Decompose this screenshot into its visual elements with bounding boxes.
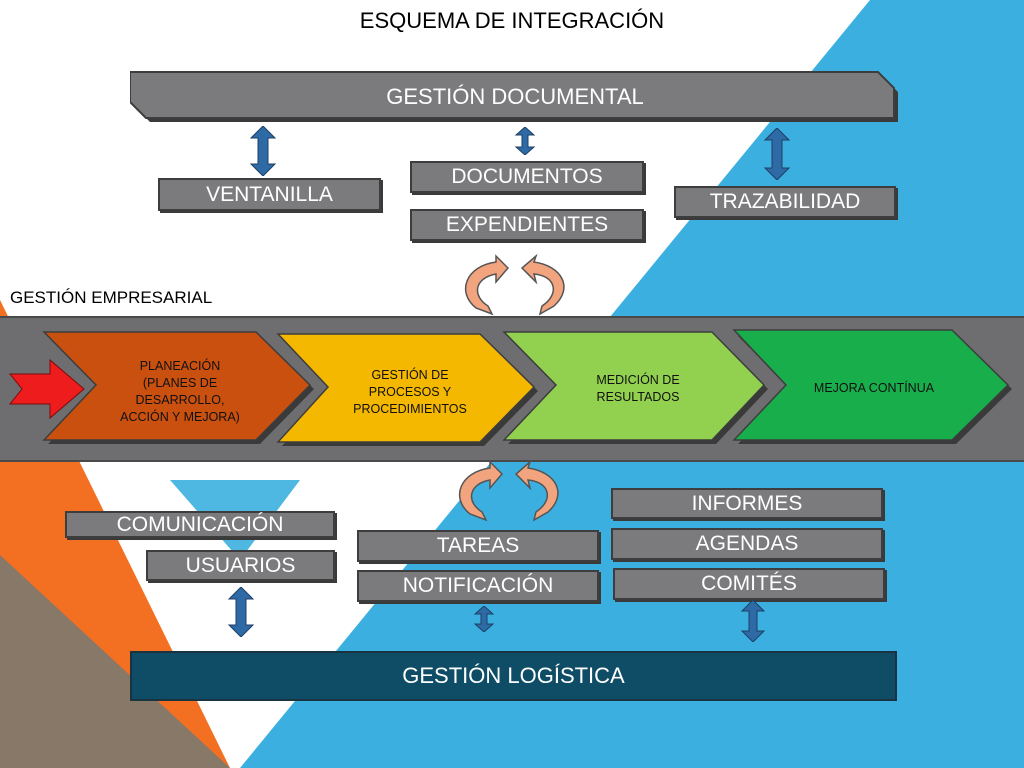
page-title: ESQUEMA DE INTEGRACIÓN (359, 8, 665, 33)
gestion-empresarial-label: GESTIÓN EMPRESARIAL (10, 288, 213, 307)
double-arrow-icon (249, 126, 277, 176)
double-arrow-icon (514, 127, 536, 155)
notificacion-box: NOTIFICACIÓN (357, 570, 599, 602)
double-arrow-icon (740, 600, 766, 642)
comunicacion-box: COMUNICACIÓN (65, 511, 335, 538)
cycle-arrows-icon (465, 253, 565, 316)
informes-box: INFORMES (611, 488, 883, 519)
agendas-box: AGENDAS (611, 528, 883, 560)
double-arrow-icon (474, 606, 494, 632)
process-chevrons (8, 329, 1012, 446)
start-arrow-icon (8, 358, 85, 420)
cycle-arrows-icon (459, 459, 559, 522)
step-medicion-resultados: MEDICIÓN DE RESULTADOS (596, 373, 680, 404)
step-gestion-procesos: GESTIÓN DE PROCESOS Y PROCEDIMIENTOS (353, 368, 467, 416)
step-mejora-continua: MEJORA CONTÍNUA (813, 381, 935, 395)
double-arrow-icon (227, 587, 255, 637)
documentos-box: DOCUMENTOS (410, 161, 644, 193)
double-arrow-icon (763, 128, 791, 180)
gestion-documental-title: GESTIÓN DOCUMENTAL (386, 84, 644, 109)
step-planeacion: PLANEACIÓN (PLANES DE DESARROLLO, ACCIÓN… (120, 359, 240, 424)
comites-box: COMITÉS (613, 568, 885, 600)
trazabilidad-box: TRAZABILIDAD (674, 186, 896, 218)
ventanilla-box: VENTANILLA (158, 178, 381, 211)
expendientes-box: EXPENDIENTES (410, 209, 644, 241)
gestion-documental-banner: GESTIÓN DOCUMENTAL (130, 70, 900, 124)
usuarios-box: USUARIOS (146, 550, 335, 581)
tareas-box: TAREAS (357, 530, 599, 562)
gestion-logistica-banner: GESTIÓN LOGÍSTICA (130, 651, 897, 701)
